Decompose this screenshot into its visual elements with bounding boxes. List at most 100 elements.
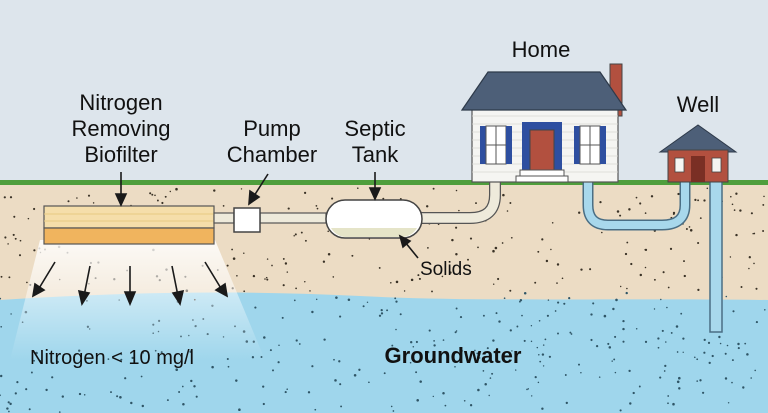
water-speckle [262, 385, 265, 388]
water-speckle [415, 340, 418, 344]
water-speckle [284, 391, 287, 394]
water-speckle [537, 381, 540, 384]
water-speckle [629, 402, 632, 405]
well-door [691, 156, 705, 182]
water-speckle [570, 333, 573, 335]
water-speckle [539, 360, 542, 363]
water-speckle [608, 346, 612, 349]
well-house [658, 124, 738, 183]
soil-speckle [316, 207, 319, 210]
biofilter [43, 205, 215, 245]
water-speckle [538, 319, 541, 322]
water-speckle [286, 388, 288, 390]
water-speckle [340, 405, 343, 408]
soil-speckle [284, 262, 288, 265]
water-speckle [682, 351, 684, 353]
water-speckle [546, 314, 549, 317]
soil-speckle [578, 211, 581, 214]
water-speckle [394, 297, 397, 300]
soil-speckle [697, 241, 700, 245]
water-speckle [542, 365, 545, 367]
water-speckle [459, 316, 463, 319]
soil-speckle [357, 187, 359, 189]
seepage-zone [10, 240, 265, 360]
soil-speckle [510, 236, 513, 239]
water-speckle [238, 408, 241, 412]
soil-speckle [351, 254, 354, 257]
soil-speckle [378, 266, 381, 269]
soil-speckle [509, 202, 512, 204]
soil-speckle [432, 187, 435, 190]
water-speckle [727, 402, 730, 404]
soil-speckle [626, 287, 628, 290]
water-speckle [667, 395, 670, 397]
water-speckle [298, 343, 301, 345]
water-speckle [590, 313, 593, 316]
soil-speckle [4, 236, 7, 239]
seepage-arrow-head [77, 289, 91, 307]
water-speckle [433, 344, 436, 347]
soil-speckle [8, 276, 11, 279]
soil-speckle [492, 283, 495, 285]
label-pump-1: Pump [243, 116, 300, 141]
water-speckle [578, 363, 580, 366]
soil-speckle [295, 287, 297, 290]
soil-speckle [87, 194, 91, 197]
label-septic-1: Septic [344, 116, 405, 141]
soil-speckle [763, 195, 765, 198]
water-speckle [395, 328, 397, 331]
water-speckle [703, 338, 706, 342]
water-speckle [353, 374, 357, 377]
water-speckle [474, 349, 476, 352]
water-speckle [489, 377, 492, 379]
soil-speckle [169, 190, 172, 193]
water-speckle [410, 341, 413, 344]
water-speckle [699, 379, 702, 382]
water-speckle [732, 310, 735, 313]
soil-speckle [750, 212, 753, 215]
water-speckle [395, 300, 398, 303]
water-speckle [484, 382, 487, 386]
house-roof [460, 71, 628, 111]
water-speckle [175, 368, 178, 371]
soil-speckle [265, 276, 268, 279]
soil-speckle [626, 241, 629, 244]
water-speckle [523, 339, 526, 342]
water-speckle [696, 358, 699, 361]
water-speckle [742, 386, 745, 389]
soil-speckle [151, 193, 154, 196]
water-speckle [178, 391, 181, 393]
soil-speckle [556, 263, 560, 266]
seepage-arrow-head [31, 282, 46, 298]
soil-speckle [550, 248, 552, 251]
water-speckle [190, 379, 193, 383]
soil-speckle [7, 243, 9, 245]
water-speckle [615, 298, 618, 302]
water-speckle [9, 402, 12, 406]
water-speckle [334, 379, 337, 382]
water-speckle [764, 309, 766, 311]
water-speckle [491, 372, 494, 375]
water-speckle [412, 355, 415, 359]
soil-speckle [650, 195, 654, 198]
soil-speckle [677, 192, 680, 196]
water-speckle [16, 381, 19, 384]
soil-speckle [33, 249, 36, 252]
sky [0, 0, 768, 182]
soil-speckle [551, 222, 554, 224]
water-speckle [725, 295, 728, 298]
soil-speckle [509, 289, 512, 292]
soil-speckle [635, 196, 638, 199]
water-speckle [548, 355, 552, 358]
water-speckle [488, 394, 490, 397]
water-speckle [622, 327, 625, 331]
water-speckle [557, 301, 560, 304]
soil-speckle [19, 239, 22, 242]
soil-speckle [541, 238, 544, 241]
water-speckle [193, 385, 196, 388]
soil-speckle [266, 258, 269, 260]
soil-speckle [672, 213, 675, 215]
soil-speckle [425, 205, 429, 208]
water-speckle [530, 325, 533, 327]
